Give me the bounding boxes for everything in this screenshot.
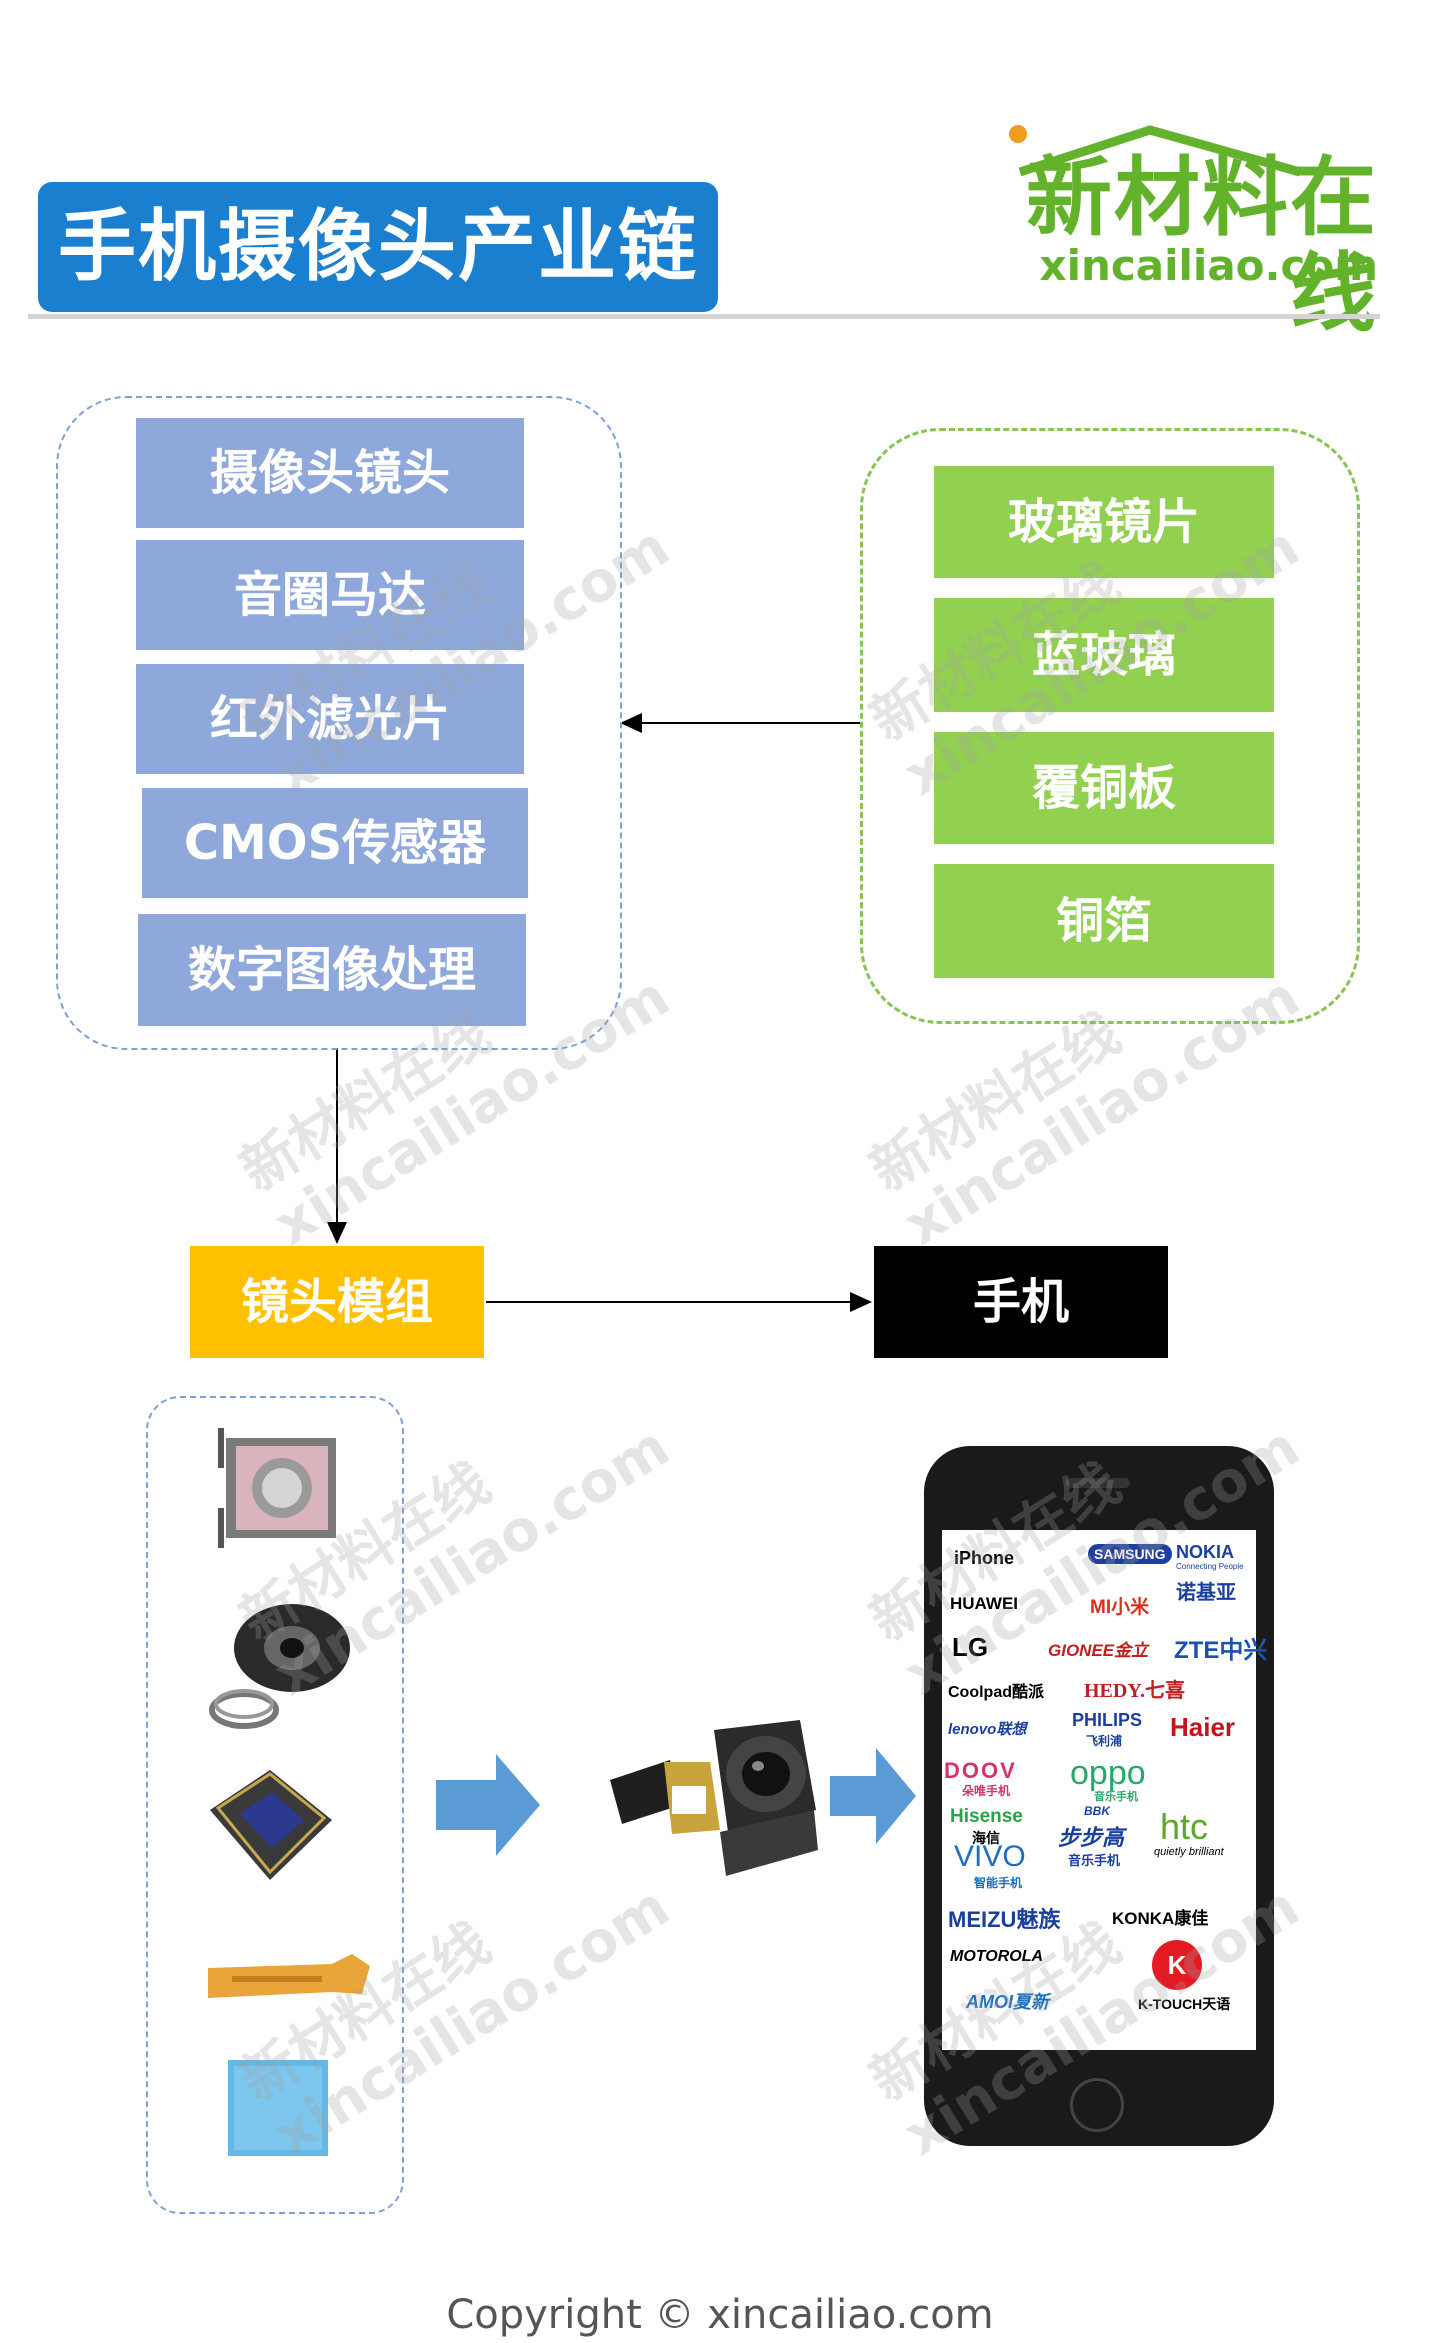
brand-hisense-cn: 海信 <box>972 1830 1000 1846</box>
brand-doov-cn: 朵唯手机 <box>962 1784 1011 1798</box>
brand-konka: KONKA康佳 <box>1112 1909 1209 1928</box>
block-arrow-parts-to-module <box>436 1754 540 1856</box>
lens-module-box: 镜头模组 <box>190 1246 484 1358</box>
brand-vivo: VIVO <box>954 1840 1026 1873</box>
phone-home-button <box>1070 2078 1124 2132</box>
brand-hisense: Hisense <box>950 1806 1023 1827</box>
brand-gionee: GIONEE金立 <box>1048 1641 1149 1660</box>
brand-lg: LG <box>952 1632 989 1662</box>
brand-huawei: HUAWEI <box>950 1594 1018 1613</box>
component-digital-image-processing: 数字图像处理 <box>138 914 526 1026</box>
brand-doov: DOOV <box>944 1758 1017 1783</box>
component-cmos-sensor: CMOS传感器 <box>142 788 528 898</box>
phone-box: 手机 <box>874 1246 1168 1358</box>
brand-iphone: iPhone <box>954 1548 1015 1568</box>
components-group <box>56 396 622 1050</box>
brand-samsung: SAMSUNG <box>1088 1544 1172 1564</box>
brand-motorola: MOTOROLA <box>950 1948 1044 1965</box>
camera-module-icon <box>610 1720 818 1876</box>
brand-vivo-cn: 智能手机 <box>974 1876 1023 1890</box>
brand-philips: PHILIPS <box>1072 1710 1143 1730</box>
material-copper-clad-laminate: 覆铜板 <box>934 732 1274 844</box>
material-blue-glass: 蓝玻璃 <box>934 598 1274 712</box>
brand-ktouch: K-TOUCH天语 <box>1138 1996 1231 2012</box>
parts-group <box>146 1396 404 2214</box>
ktouch-logo-icon: K <box>1152 1940 1202 1990</box>
logo-roof-icon <box>1009 125 1302 177</box>
page-title: 手机摄像头产业链 <box>38 182 718 312</box>
block-arrow-module-to-phone <box>830 1748 916 1844</box>
materials-group <box>860 428 1360 1024</box>
brand-meizu: MEIZU魅族 <box>948 1907 1061 1932</box>
brand-nokia: NOKIA <box>1176 1542 1234 1562</box>
brand-lenovo: lenovo联想 <box>948 1721 1027 1738</box>
component-ir-filter: 红外滤光片 <box>136 664 524 774</box>
brand-philips-cn: 飞利浦 <box>1086 1734 1123 1748</box>
lens-barrel-icon <box>209 1604 350 1729</box>
logo-text-cn: 新材料在线 <box>1026 148 1378 344</box>
brand-mi: MI小米 <box>1090 1597 1150 1618</box>
brand-haier: Haier <box>1170 1712 1236 1742</box>
brand-bbk-sub: 音乐手机 <box>1068 1853 1121 1868</box>
brand-htc-tagline: quietly brilliant <box>1154 1846 1224 1858</box>
svg-text:K: K <box>1168 1950 1187 1980</box>
component-camera-lens: 摄像头镜头 <box>136 418 524 528</box>
brand-amoi: AMOI夏新 <box>966 1992 1049 2012</box>
brand-oppo: oppo <box>1070 1754 1146 1792</box>
material-copper-foil: 铜箔 <box>934 864 1274 978</box>
material-glass-lens: 玻璃镜片 <box>934 466 1274 578</box>
brand-bbk-cn: 步步高 <box>1058 1825 1125 1850</box>
flex-cable-icon <box>208 1954 370 1998</box>
ir-filter-icon <box>228 2060 328 2156</box>
brand-htc: htc <box>1160 1806 1209 1847</box>
brand-coolpad: Coolpad酷派 <box>948 1684 1044 1701</box>
logo-text-en: xincailiao.com <box>1039 241 1378 290</box>
brand-zte: ZTE中兴 <box>1174 1637 1268 1664</box>
brand-nokia-cn: 诺基亚 <box>1176 1582 1236 1604</box>
header-divider <box>28 314 1380 319</box>
phone-speaker <box>1066 1478 1130 1488</box>
brand-oppo-cn: 音乐手机 <box>1094 1791 1138 1803</box>
voice-coil-motor-icon <box>218 1428 336 1548</box>
brand-hedy: HEDY.七喜 <box>1084 1680 1185 1702</box>
cmos-sensor-icon <box>210 1770 332 1880</box>
phone-screen <box>942 1530 1256 2050</box>
brand-bbk: BBK <box>1084 1804 1110 1818</box>
copyright-text: Copyright © xincailiao.com <box>446 2292 994 2338</box>
brand-nokia-tagline: Connecting People <box>1176 1562 1244 1571</box>
component-voice-coil-motor: 音圈马达 <box>136 540 524 650</box>
